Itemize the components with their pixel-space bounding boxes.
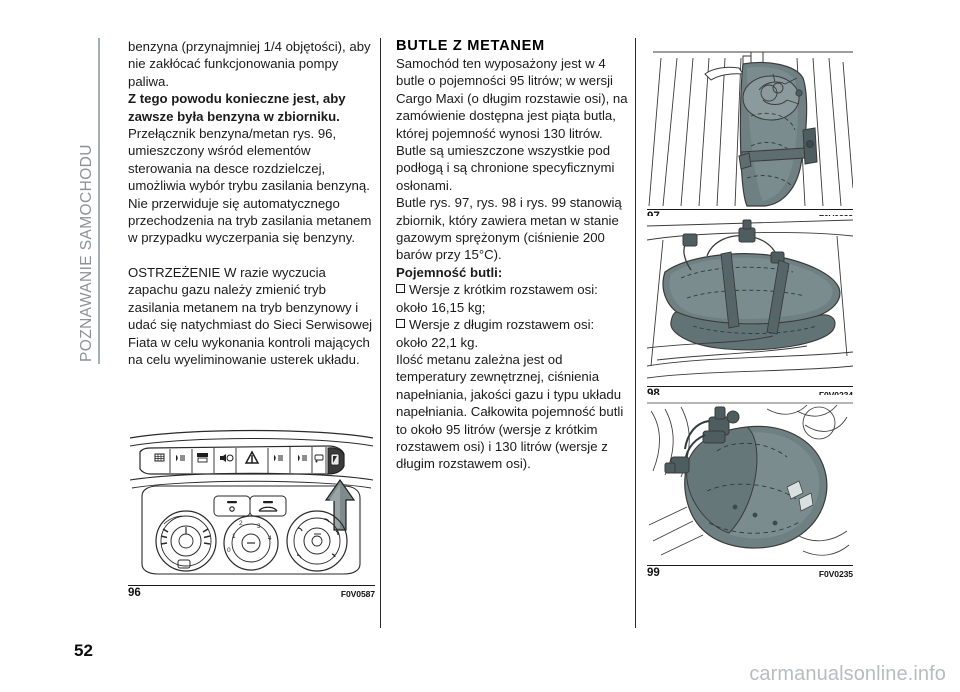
column1-paragraph-2-bold: Z tego powodu konieczne jest, aby zawsze… [128, 91, 346, 124]
page-number: 52 [74, 641, 93, 660]
chapter-tab-label: POZNAWANIE SAMOCHODU [78, 144, 95, 362]
column2-paragraph-1: Samochód ten wyposażony jest w 4 butle o… [396, 56, 628, 141]
figure-96: 1 2 3 4 0 [128, 424, 375, 603]
hidden-edges [706, 442, 802, 534]
figure-99-image [647, 395, 853, 564]
petrol-methane-switch-button [327, 447, 345, 475]
mounting-points [732, 504, 778, 526]
column1-warning-paragraph: OSTRZEŻENIE W razie wyczucia zapachu gaz… [128, 264, 373, 367]
svg-text:4: 4 [268, 535, 272, 542]
column-divider-2 [635, 38, 636, 628]
valve-fittings [682, 219, 785, 264]
figure-99-code: F0V0235 [818, 569, 853, 579]
valve-assembly [758, 73, 800, 105]
column2-paragraph-3: Butle rys. 97, rys. 98 i rys. 99 stanowi… [396, 195, 622, 263]
figure-98: 98 F0V0234 [647, 216, 853, 404]
chapter-tab-rule [98, 38, 100, 364]
chapter-tab: POZNAWANIE SAMOCHODU [74, 36, 100, 366]
section-heading: BUTLE Z METANEM [396, 38, 545, 54]
column-divider-1 [380, 38, 381, 628]
callout-arrow-icon [324, 478, 356, 531]
cylinder-ribs [786, 480, 814, 512]
dashboard-control-panel-illustration: 1 2 3 4 0 [129, 429, 374, 575]
rotary-knob-fan-speed: 1 2 3 4 0 [223, 515, 279, 571]
column1-paragraph-3: Przełącznik benzyna/metan rys. 96, umies… [128, 126, 372, 246]
valve-assembly [664, 406, 740, 474]
figure-96-image: 1 2 3 4 0 [128, 424, 375, 584]
button-glyphs [154, 450, 324, 464]
site-watermark: carmanualsonline.info [749, 663, 946, 685]
text-column-1: benzyna (przynajmniej 1/4 objętości), ab… [128, 38, 375, 368]
capacity-bullet-2: Wersje z długim rozstawem osi: około 22,… [396, 316, 628, 351]
capacity-bullet-1: Wersje z krótkim rozstawem osi: około 16… [396, 281, 628, 316]
figure-96-code: F0V0587 [340, 589, 375, 599]
rotary-knob-temperature [155, 510, 217, 572]
cylinder-cluster [662, 253, 841, 351]
square-bullet-icon [396, 319, 405, 329]
methane-cylinders-side-illustration [647, 216, 853, 385]
rotary-knob-air-distribution [286, 510, 348, 572]
column1-paragraph-1: benzyna (przynajmniej 1/4 objętości), ab… [128, 39, 371, 89]
figure-97: 97 F0V0233 [647, 38, 853, 227]
svg-text:1: 1 [232, 533, 236, 540]
figure-98-image [647, 216, 853, 385]
mounting-straps [720, 251, 790, 335]
cylinder-body [684, 425, 828, 549]
figure-99-caption: 99 F0V0235 [647, 565, 853, 583]
text-column-2: BUTLE Z METANEM Samochód ten wyposażony … [396, 38, 628, 473]
figure-96-number: 96 [128, 587, 141, 599]
figure-97-image [647, 38, 853, 208]
methane-cylinder-perspective-illustration [647, 395, 853, 564]
figure-99: 99 F0V0235 [647, 395, 853, 583]
column2-paragraph-2: Butle są umieszczone wszystkie pod podło… [396, 143, 615, 193]
figure-96-caption: 96 F0V0587 [128, 585, 375, 603]
svg-text:2: 2 [239, 520, 243, 527]
svg-text:3: 3 [257, 523, 261, 530]
capacity-subheading: Pojemność butli: [396, 264, 503, 280]
column2-paragraph-4: Ilość metanu zależna jest od temperatury… [396, 351, 624, 472]
figure-99-number: 99 [647, 567, 660, 579]
methane-cylinder-vertical-illustration [647, 38, 853, 208]
svg-text:0: 0 [227, 547, 231, 554]
capacity-bullet-2-text: Wersje z długim rozstawem osi: około 22,… [396, 317, 595, 350]
capacity-bullet-1-text: Wersje z krótkim rozstawem osi: około 16… [396, 282, 598, 315]
square-bullet-icon [396, 284, 405, 294]
